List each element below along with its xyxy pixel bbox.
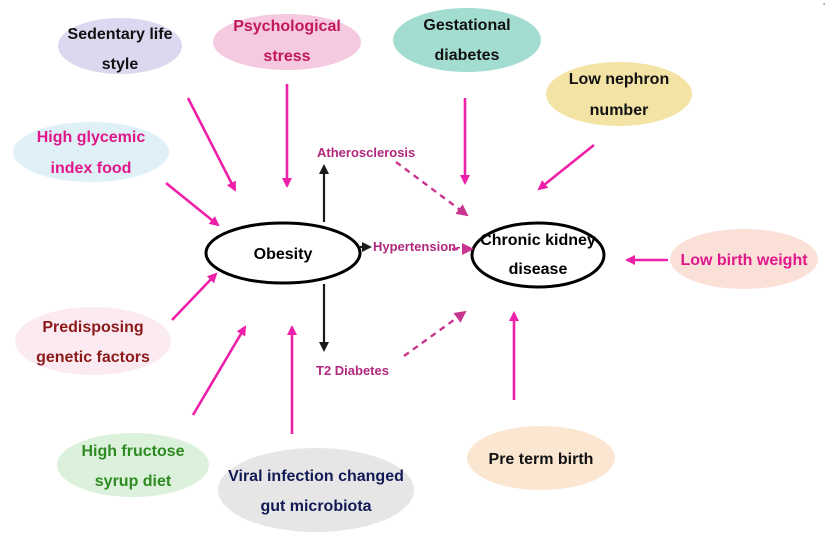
arrow-fructose-to-obesity: [191, 325, 247, 416]
factor-glycemic-line1: High glycemic: [37, 129, 146, 146]
atherosclerosis-label: Atherosclerosis: [317, 145, 415, 160]
factor-pre-term-birth: Pre term birth: [467, 426, 615, 490]
arrow-t2-diabetes-to-ckd: [403, 310, 467, 357]
corner-mark: ': [823, 2, 825, 13]
factor-sedentary-line2: style: [102, 56, 139, 73]
factor-nephron-line1: Low nephron: [569, 71, 669, 88]
factor-high-glycemic-index-food: High glycemic index food: [13, 122, 169, 182]
ckd-label-line2: disease: [509, 261, 568, 278]
ckd-label-line1: Chronic kidney: [480, 232, 596, 249]
factor-high-fructose-syrup-diet: High fructose syrup diet: [57, 433, 209, 497]
obesity-label: Obesity: [254, 246, 313, 263]
arrow-nephron-to-ckd: [537, 143, 595, 191]
factor-nephron-line2: number: [590, 102, 649, 119]
factor-predisposing-genetic-factors: Predisposing genetic factors: [15, 307, 171, 375]
factor-gestational-diabetes: Gestational diabetes: [393, 8, 541, 72]
ckd-node: Chronic kidney disease: [470, 221, 606, 289]
factor-preterm-line1: Pre term birth: [489, 451, 594, 468]
factor-fructose-line1: High fructose: [81, 443, 184, 460]
factor-genetic-line2: genetic factors: [36, 349, 150, 366]
factor-sedentary: Sedentary life style: [58, 18, 182, 74]
factor-gestational-line2: diabetes: [435, 47, 500, 64]
hypertension-label: Hypertension-: [373, 239, 460, 254]
factor-psych-line2: stress: [263, 48, 310, 65]
obesity-node: Obesity: [204, 221, 362, 285]
factor-fructose-line2: syrup diet: [95, 473, 172, 490]
arrow-sedentary-to-obesity: [186, 97, 237, 192]
factor-viral-infection-gut-microbiota: Viral infection changed gut microbiota: [218, 448, 414, 532]
t2-diabetes-label: T2 Diabetes: [316, 363, 389, 378]
factor-gestational-line1: Gestational: [423, 17, 510, 34]
factor-glycemic-line2: index food: [51, 160, 132, 177]
factor-viral-line1: Viral infection changed: [228, 468, 404, 485]
factor-psych-line1: Psychological: [233, 18, 341, 35]
factor-low-birth-weight: Low birth weight: [670, 229, 818, 289]
factor-sedentary-line1: Sedentary life: [68, 26, 173, 43]
factor-psychological-stress: Psychological stress: [213, 14, 361, 70]
arrow-atherosclerosis-to-ckd: [395, 161, 469, 217]
arrow-genetic-to-obesity: [171, 272, 218, 321]
arrow-glycemic-to-obesity: [165, 181, 220, 227]
factor-birthweight-line1: Low birth weight: [680, 252, 808, 269]
factor-genetic-line1: Predisposing: [42, 319, 143, 336]
factor-low-nephron-number: Low nephron number: [546, 62, 692, 126]
factor-viral-line2: gut microbiota: [260, 498, 371, 515]
